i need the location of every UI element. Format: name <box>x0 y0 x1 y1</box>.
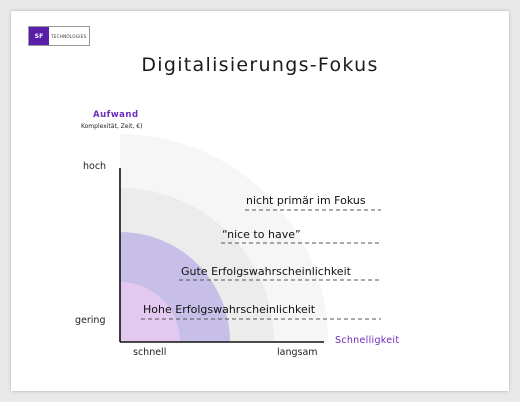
zone-label-not-focus: nicht primär im Fokus <box>246 194 366 207</box>
zone-label-high: Hohe Erfolgswahrscheinlichkeit <box>143 303 316 316</box>
company-logo: SF TECHNOLOGIES <box>28 26 90 46</box>
y-axis-subtitle: Komplexität, Zeit, €) <box>81 123 143 130</box>
quadrant-diagram <box>119 134 381 343</box>
slide-card: SF TECHNOLOGIES Digitalisierungs-Fokus A… <box>11 11 509 391</box>
y-tick-high: hoch <box>83 161 107 172</box>
page-title: Digitalisierungs-Fokus <box>141 54 379 76</box>
logo-text: TECHNOLOGIES <box>51 33 87 39</box>
logo-mark: SF <box>29 27 49 45</box>
y-tick-low: gering <box>75 315 106 326</box>
x-tick-slow: langsam <box>277 347 318 358</box>
y-axis-title: Aufwand <box>93 110 139 120</box>
zone-label-nice-to-have: “nice to have” <box>222 228 301 241</box>
x-axis-title: Schnelligkeit <box>335 335 400 346</box>
zone-high-arc <box>120 282 180 342</box>
zone-label-good: Gute Erfolgswahrscheinlichkeit <box>181 265 351 278</box>
x-tick-fast: schnell <box>133 347 167 358</box>
